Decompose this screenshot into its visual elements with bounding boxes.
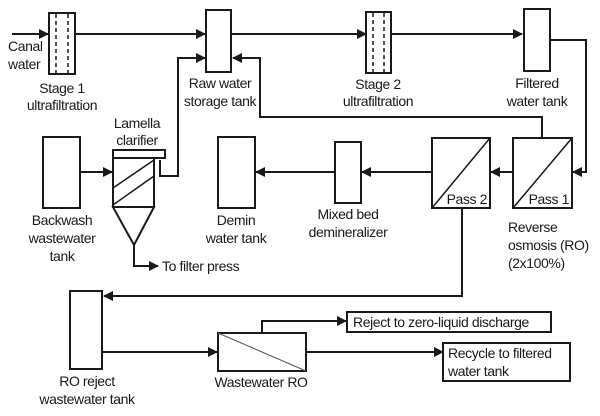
mixed-bed-label-2: demineralizer (309, 224, 389, 240)
pass1-label: Pass 1 (529, 191, 570, 207)
flow-wastewater-ro-to-zld (261, 316, 347, 333)
recycle-label-1: Recycle to filtered (448, 345, 552, 361)
clarifier-label-1: Lamella (114, 115, 161, 131)
mixed-bed-label-1: Mixed bed (318, 206, 379, 222)
canal-water-label-1: Canal (8, 38, 43, 54)
wastewater-ro (217, 332, 307, 372)
raw-tank-label-2: storage tank (184, 93, 258, 109)
demin-water-tank (217, 136, 256, 209)
stage1-label-2: ultrafiltration (27, 97, 97, 113)
filtered-tank-label-2: water tank (506, 93, 569, 109)
backwash-wastewater-tank (42, 136, 81, 209)
ro-group-label-2: osmosis (RO) (508, 237, 589, 253)
recycle-label-2: water tank (447, 363, 510, 379)
clarifier-label-2: clarifier (116, 132, 158, 148)
flow-pass1-to-raw-tank (232, 53, 543, 138)
stage2-ultrafiltration (365, 11, 392, 74)
recycle-box (442, 342, 571, 382)
stage2-label-1: Stage 2 (355, 76, 401, 92)
backwash-label-1: Backwash (32, 212, 93, 228)
zld-box (346, 311, 552, 333)
reject-tank-label-2: wastewater tank (38, 391, 136, 407)
ro-reject-wastewater-tank (69, 290, 103, 370)
backwash-label-3: tank (50, 248, 76, 264)
reject-tank-label-1: RO reject (59, 373, 115, 389)
demin-label-1: Demin (217, 212, 255, 228)
raw-water-storage-tank (205, 9, 232, 73)
filtered-tank-label-1: Filtered (515, 75, 558, 91)
backwash-label-2: wastewater (28, 230, 97, 246)
ro-pass2 (431, 137, 491, 209)
ro-group-label-1: Reverse (508, 219, 558, 235)
flow-clarifier-to-raw-tank (159, 53, 206, 177)
flow-clarifier-to-filter-press (133, 245, 159, 271)
flow-lines (12, 29, 587, 357)
raw-tank-label-1: Raw water (189, 75, 252, 91)
ro-pass1 (512, 137, 573, 209)
stage2-label-2: ultrafiltration (343, 93, 413, 109)
filter-press-label: To filter press (162, 258, 240, 274)
zld-label: Reject to zero-liquid discharge (353, 314, 530, 330)
pass2-label: Pass 2 (447, 191, 488, 207)
ro-group-label-3: (2x100%) (508, 255, 565, 271)
demin-label-2: water tank (205, 230, 268, 246)
flow-pass2-to-reject-tank (103, 208, 463, 301)
lamella-clarifier (111, 149, 166, 248)
labels: Canal water Stage 1 ultrafiltration Raw … (7, 38, 589, 407)
stage1-label-1: Stage 1 (39, 80, 85, 96)
mixed-bed-demineralizer (334, 141, 362, 204)
wastewater-ro-label: Wastewater RO (214, 374, 308, 390)
stage1-ultrafiltration (48, 12, 76, 75)
filtered-water-tank (523, 8, 551, 72)
flow-filtered-tank-to-pass1 (550, 39, 587, 177)
canal-water-label-2: water (7, 56, 41, 72)
